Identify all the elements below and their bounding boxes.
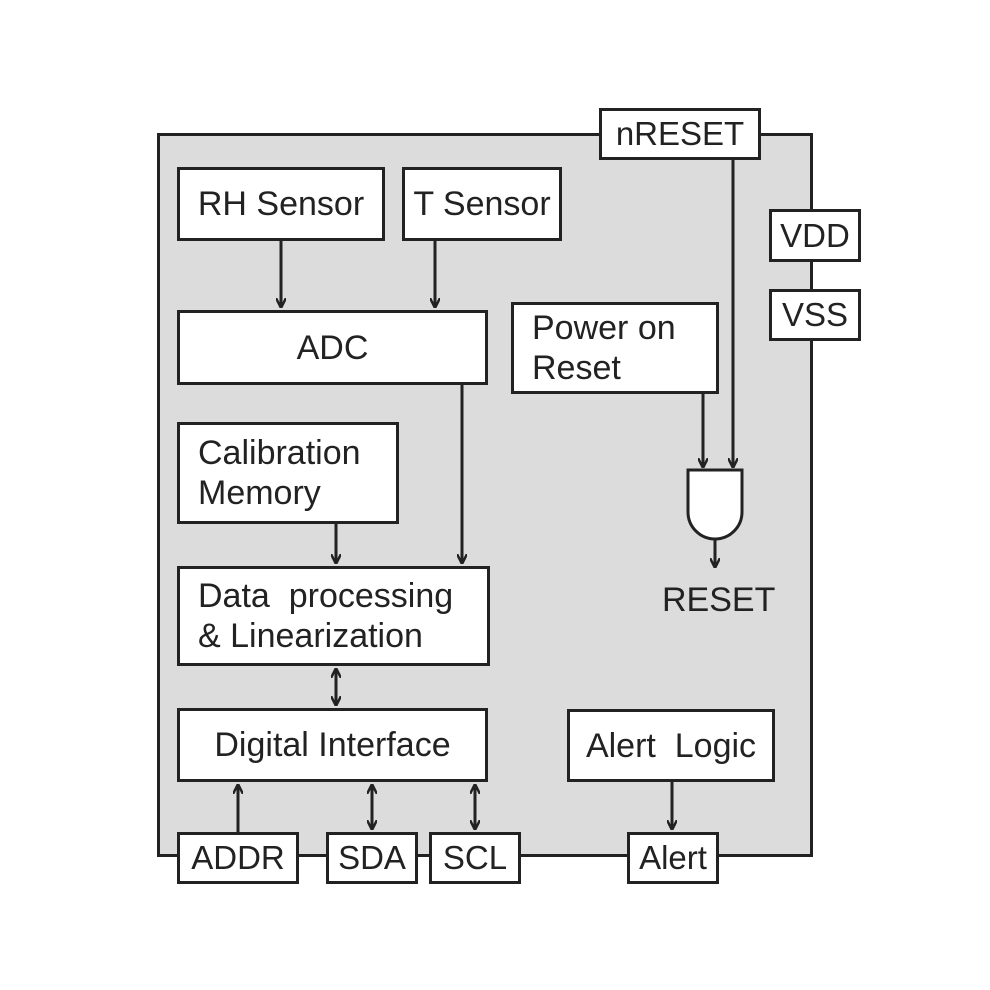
calibration-memory-block: Calibration Memory bbox=[177, 422, 399, 524]
data-processing-line-1: Data processing bbox=[198, 577, 454, 615]
addr-pin-label: ADDR bbox=[191, 839, 285, 876]
vdd-pin-label: VDD bbox=[780, 216, 850, 254]
alert-pin-label: Alert bbox=[639, 839, 707, 876]
alert-logic-block: Alert Logic bbox=[567, 709, 775, 782]
t-sensor-block: T Sensor bbox=[402, 167, 562, 241]
adc-block: ADC bbox=[177, 310, 488, 385]
reset-signal-label: RESET bbox=[662, 581, 776, 619]
calibration-memory-line-2: Memory bbox=[198, 474, 321, 512]
power-on-reset-line-1: Power on bbox=[532, 309, 676, 347]
scl-pin-label: SCL bbox=[442, 839, 508, 876]
data-processing-line-2: & Linearization bbox=[198, 617, 423, 655]
vss-pin-label: VSS bbox=[781, 296, 849, 333]
power-on-reset-block: Power on Reset bbox=[511, 302, 719, 394]
alert-logic-label: Alert Logic bbox=[585, 726, 757, 765]
vdd-pin: VDD bbox=[769, 209, 861, 262]
sda-pin: SDA bbox=[326, 832, 418, 884]
adc-label: ADC bbox=[296, 328, 369, 367]
sda-pin-label: SDA bbox=[338, 839, 406, 876]
alert-pin: Alert bbox=[627, 832, 719, 884]
rh-sensor-label: RH Sensor bbox=[197, 185, 365, 223]
power-on-reset-line-2: Reset bbox=[532, 349, 621, 387]
digital-interface-label: Digital Interface bbox=[214, 726, 451, 764]
rh-sensor-block: RH Sensor bbox=[177, 167, 385, 241]
vss-pin: VSS bbox=[769, 289, 861, 341]
nreset-pin-label: nRESET bbox=[615, 115, 745, 152]
nreset-pin: nRESET bbox=[599, 108, 761, 160]
addr-pin: ADDR bbox=[177, 832, 299, 884]
calibration-memory-line-1: Calibration bbox=[198, 434, 361, 472]
data-processing-block: Data processing & Linearization bbox=[177, 566, 490, 666]
digital-interface-block: Digital Interface bbox=[177, 708, 488, 782]
t-sensor-label: T Sensor bbox=[413, 185, 551, 223]
scl-pin: SCL bbox=[429, 832, 521, 884]
